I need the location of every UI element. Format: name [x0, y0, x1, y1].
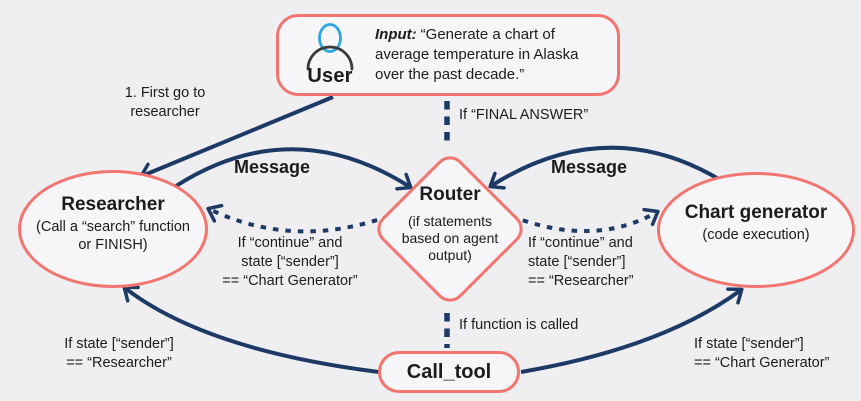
- router-node-text: Router (if statements based on agent out…: [380, 184, 520, 264]
- label-if-final-answer: If “FINAL ANSWER”: [459, 107, 589, 123]
- chart-generator-label: Chart generator: [684, 202, 828, 223]
- chart-generator-sublabel: (code execution): [702, 227, 810, 243]
- researcher-sublabel: (Call a “search” function or FINISH): [36, 219, 190, 253]
- edge-call-tool-to-researcher: [122, 285, 380, 374]
- chart-generator-node: Chart generator (code execution): [657, 172, 855, 288]
- edge-chart-generator-message-to-router: [488, 145, 724, 190]
- edge-researcher-message-to-router: [174, 147, 413, 191]
- call-tool-node: Call_tool: [378, 351, 520, 393]
- label-tool-to-researcher: If state [“sender”] == “Researcher”: [64, 336, 174, 371]
- label-tool-to-chart-generator: If state [“sender”] == “Chart Generator”: [694, 336, 830, 371]
- router-sublabel: (if statements based on agent output): [401, 213, 499, 263]
- label-first-go-to-researcher: 1. First go to researcher: [124, 85, 206, 120]
- call-tool-label: Call_tool: [406, 360, 492, 383]
- edge-router-to-researcher-dashed: [206, 203, 390, 234]
- input-quote: “Generate a chart of average temperature…: [375, 26, 579, 83]
- label-continue-to-researcher: If “continue” and state [“sender”] == “C…: [222, 235, 358, 289]
- label-continue-to-chart-generator: If “continue” and state [“sender”] == “R…: [528, 235, 634, 289]
- edge-user-to-researcher: [139, 95, 334, 182]
- label-message-left: Message: [233, 157, 311, 177]
- label-message-right: Message: [550, 157, 628, 177]
- user-label: User: [307, 64, 353, 87]
- input-prefix: Input:: [375, 26, 417, 43]
- researcher-node: Researcher (Call a “search” function or …: [18, 170, 208, 288]
- user-node: User Input:“Generate a chart of average …: [276, 14, 620, 96]
- label-if-function-is-called: If function is called: [459, 317, 579, 333]
- user-identity: User: [287, 22, 373, 88]
- edge-router-to-chart-generator-dashed: [510, 207, 660, 234]
- router-label: Router: [419, 184, 481, 205]
- researcher-label: Researcher: [61, 194, 165, 215]
- user-input-text: Input:“Generate a chart of average tempe…: [375, 25, 603, 85]
- edge-call-tool-to-chart-generator: [520, 287, 744, 374]
- user-icon: [306, 22, 354, 70]
